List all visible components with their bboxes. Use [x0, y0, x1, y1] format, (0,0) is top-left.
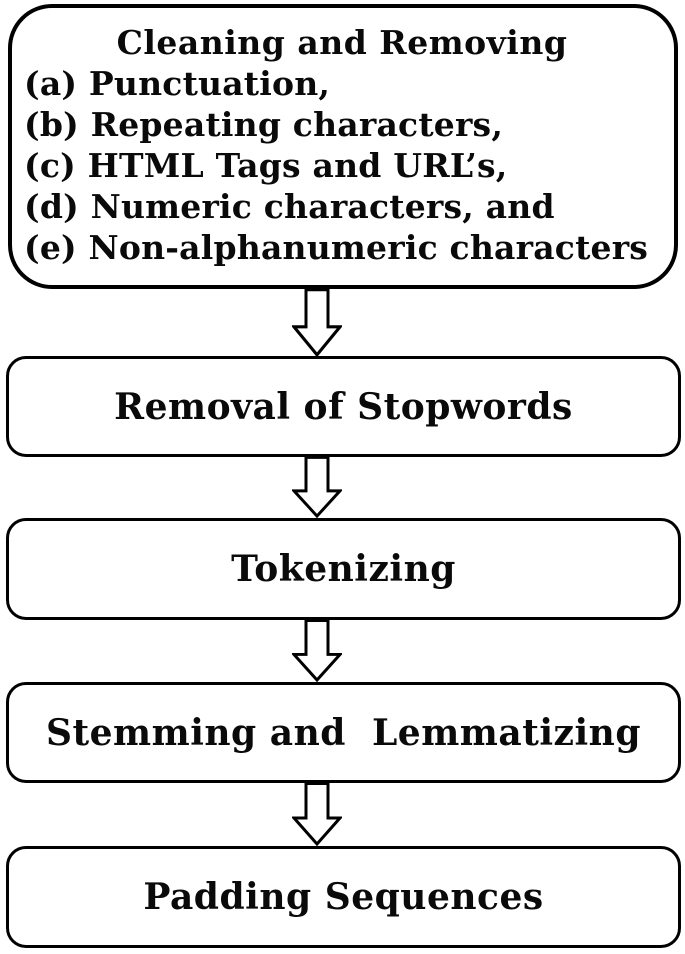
step-label: Removal of Stopwords: [114, 385, 573, 428]
flow-step-cleaning-and-removing: Cleaning and Removing (a) Punctuation, (…: [8, 4, 678, 289]
list-item-html-tags-urls: (c) HTML Tags and URL’s,: [24, 146, 508, 185]
list-item-punctuation: (a) Punctuation,: [24, 64, 331, 103]
step-label: Tokenizing: [231, 548, 456, 590]
flow-step-tokenizing: Tokenizing: [6, 518, 681, 620]
list-item-non-alphanumeric: (e) Non-alphanumeric characters: [24, 228, 649, 267]
flow-step-padding-sequences: Padding Sequences: [6, 846, 681, 948]
step-title: Cleaning and Removing: [116, 23, 568, 62]
step-label: Stemming and Lemmatizing: [45, 711, 641, 754]
down-arrow-icon-2: [292, 456, 342, 518]
list-item-numeric-characters: (d) Numeric characters, and: [24, 187, 555, 226]
flow-step-removal-of-stopwords: Removal of Stopwords: [6, 356, 681, 457]
down-arrow-icon-1: [292, 288, 342, 357]
step-label: Padding Sequences: [143, 876, 544, 918]
down-arrow-icon-4: [292, 782, 342, 846]
flow-step-stemming-and-lemmatizing: Stemming and Lemmatizing: [6, 682, 681, 783]
down-arrow-icon-3: [292, 619, 342, 682]
list-item-repeating-characters: (b) Repeating characters,: [24, 105, 504, 144]
